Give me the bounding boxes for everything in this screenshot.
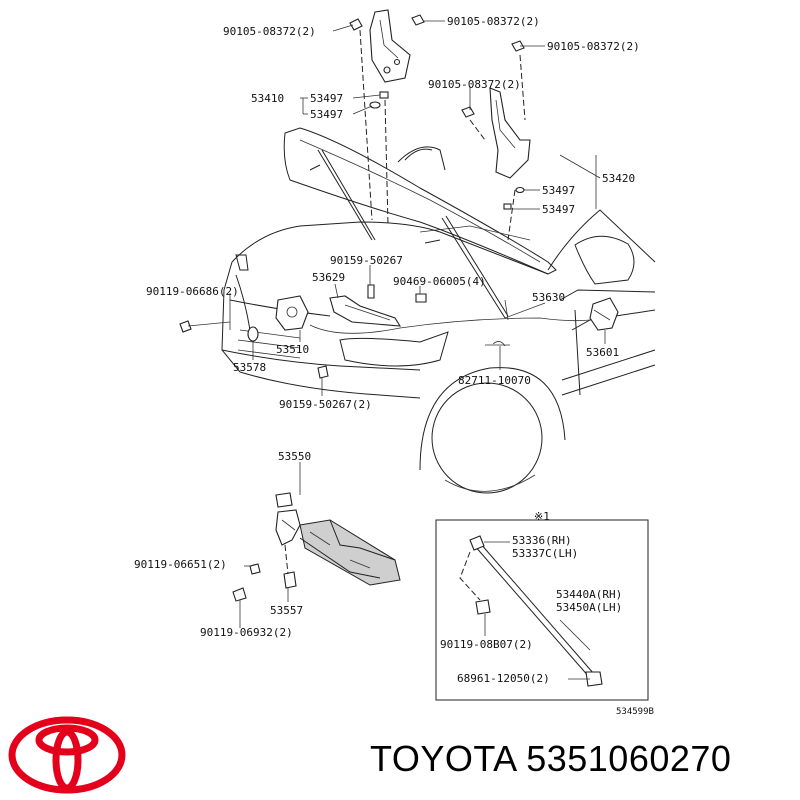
callout-c8: 53420 — [602, 172, 635, 185]
callout-c12: 53629 — [312, 271, 345, 284]
callout-c24: 90119-06932(2) — [200, 626, 293, 639]
callout-c4: 90105-08372(2) — [428, 78, 521, 91]
callout-c21: 53550 — [278, 450, 311, 463]
callout-c17: 53578 — [233, 361, 266, 374]
vehicle-outline — [221, 127, 656, 494]
part-number: 5351060270 — [526, 738, 732, 779]
callout-c3: 90105-08372(2) — [547, 40, 640, 53]
toyota-logo-icon — [8, 716, 126, 794]
callout-c16: 53510 — [276, 343, 309, 356]
callout-c7: 53497 — [310, 108, 343, 121]
callout-c13: 90469-06005(4) — [393, 275, 486, 288]
callout-c9: 53497 — [542, 184, 575, 197]
drawing-id: 534599B — [616, 707, 654, 717]
callout-c25: 53336(RH) — [512, 534, 572, 547]
callout-c30: 68961-12050(2) — [457, 672, 550, 685]
callout-c14: 53630 — [532, 291, 565, 304]
callout-c22: 90119-06651(2) — [134, 558, 227, 571]
callout-leaders — [187, 20, 606, 680]
callout-c20: 90159-50267(2) — [279, 398, 372, 411]
lock-support-parts — [232, 492, 401, 602]
callout-c5: 53410 — [251, 92, 284, 105]
callout-c1: 90105-08372(2) — [223, 25, 316, 38]
callout-c18: 53601 — [586, 346, 619, 359]
callout-c10: 53497 — [542, 203, 575, 216]
callout-c28: 53450A(LH) — [556, 601, 622, 614]
callout-c27: 53440A(RH) — [556, 588, 622, 601]
hood-struts — [309, 149, 509, 319]
brand-name: TOYOTA — [370, 738, 516, 779]
hinge-parts — [349, 9, 531, 241]
brand-part-title: TOYOTA 5351060270 — [370, 738, 731, 780]
callout-c15: 90119-06686(2) — [146, 285, 239, 298]
detail-marker: ※1 — [534, 510, 550, 523]
callout-c23: 53557 — [270, 604, 303, 617]
callout-c11: 90159-50267 — [330, 254, 403, 267]
callout-c26: 53337C(LH) — [512, 547, 578, 560]
callout-c19: 82711-10070 — [458, 374, 531, 387]
callout-c2: 90105-08372(2) — [447, 15, 540, 28]
callout-c29: 90119-08B07(2) — [440, 638, 533, 651]
latch-parts — [179, 284, 619, 379]
callout-c6: 53497 — [310, 92, 343, 105]
strut-detail-inset: ※1 — [435, 510, 649, 701]
callout-labels: 90105-08372(2) 90105-08372(2) 90105-0837… — [134, 15, 654, 717]
